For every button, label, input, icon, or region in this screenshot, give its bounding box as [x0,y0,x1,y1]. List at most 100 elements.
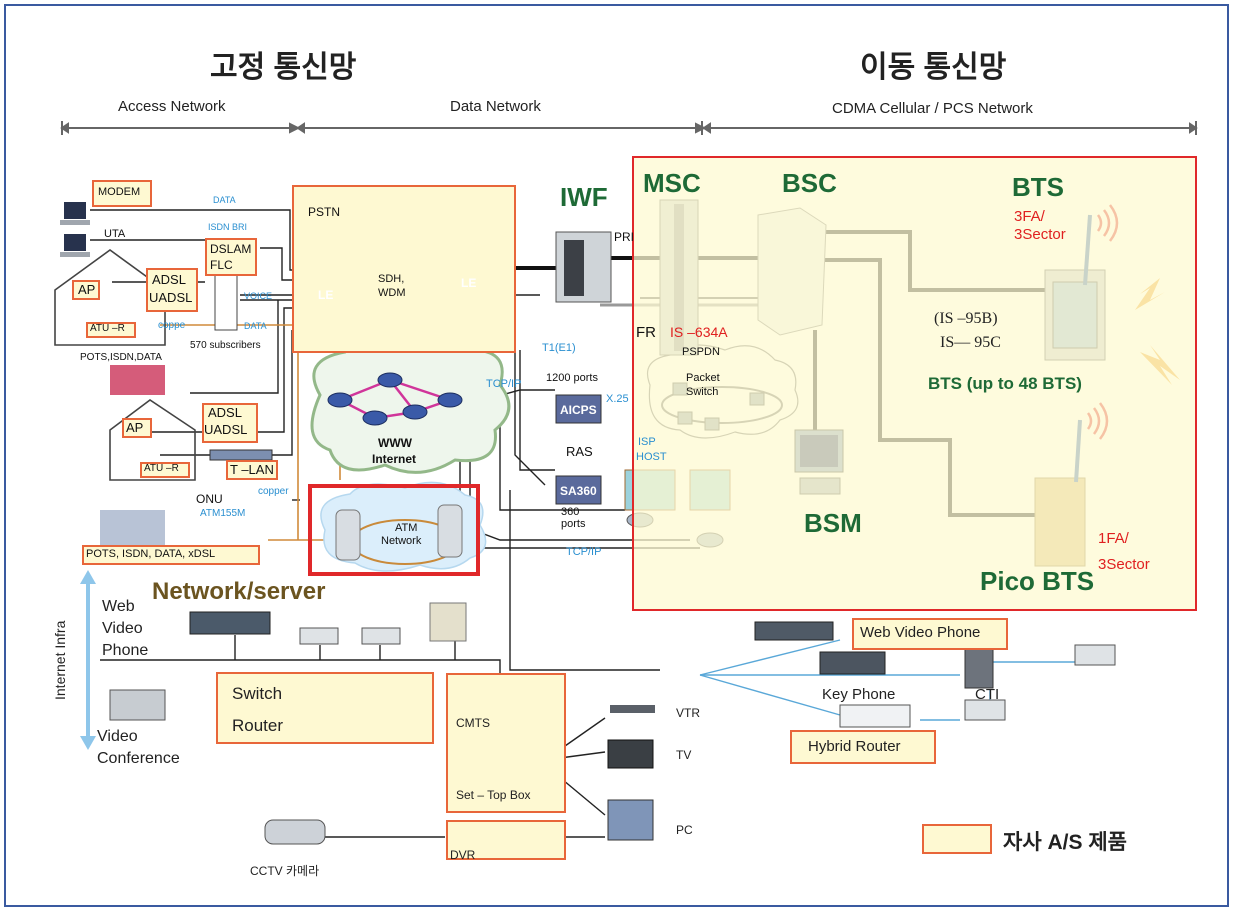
pico-bts-label: Pico BTS [980,566,1095,596]
fa1-label: 1FA/ [1098,530,1129,547]
section-cdma: CDMA Cellular / PCS Network [832,100,1033,117]
dvr-label: DVR [450,848,476,862]
pstn-label: PSTN [308,205,341,219]
tcpip1-label: TCP/IP [486,378,522,390]
video-label: Video [102,620,143,637]
vtr-label: VTR [676,706,700,720]
ports1200-label: 1200 ports [546,372,598,384]
web-label: Web [102,598,135,615]
is634a-label: IS –634A [670,324,728,340]
isp-label: ISP [638,436,656,448]
mobile-network-title: 이동 통신망 [860,51,1007,84]
pots-box-label: POTS, ISDN, DATA, xDSL [86,548,216,560]
sector3-label: 3Sector [1014,226,1066,243]
atm-box [308,484,480,576]
atu2-label: ATU –R [144,463,179,474]
copper-label: copper [258,486,289,497]
adsl2-label: ADSL [208,405,242,420]
wdm-label: WDM [378,287,406,299]
atu1-label: ATU –R [90,323,125,334]
iwf-label: IWF [560,182,608,212]
legend-label: 자사 A/S 제품 [1003,831,1127,854]
pots-box [82,545,260,565]
bts-label: BTS [1012,172,1064,202]
adsl1-label: ADSL [152,272,186,287]
stb-label: Set – Top Box [456,788,531,802]
modem-label: MODEM [98,186,141,198]
pstn-box [292,185,516,353]
conference-label: Conference [97,750,180,767]
phone-label: Phone [102,642,149,659]
www-label: WWW [378,436,412,450]
hybrid-box [790,730,936,764]
fr-label: FR [636,324,656,341]
dslam-label: DSLAM [210,242,252,256]
tlan-label: T –LAN [230,462,274,477]
atu1-box [86,322,136,338]
tlan-box [226,460,278,480]
uadsl1-label: UADSL [149,290,193,305]
pc-label: PC [676,823,693,837]
ports360b-label: ports [561,518,586,530]
webvp-box [852,618,1008,650]
ports360a-label: 360 [561,506,580,518]
section-access: Access Network [118,98,226,115]
data1-label: DATA [213,195,236,205]
atu2-box [140,462,190,478]
network-server-label: Network/server [152,578,326,605]
onu-label: ONU [196,492,223,506]
dslam-box [205,238,257,276]
is95b-label: (IS –95B) [934,310,998,327]
cdma-box [632,156,1197,611]
uadsl2-label: UADSL [204,422,248,437]
ap1-box [72,280,100,300]
fa3-label: 3FA/ [1014,208,1045,225]
is95c-label: IS— 95C [940,334,1001,351]
router-device-label: Router [232,716,284,735]
pri-label: PRI [614,230,635,244]
data2-label: DATA [244,321,267,331]
switch-device-label: Switch [232,684,283,703]
ap2-label: AP [126,420,144,435]
x25-label: X.25 [606,393,629,405]
ap2-box [122,418,152,438]
tcpip2-label: TCP/IP [566,546,602,558]
section-data: Data Network [450,98,541,115]
ap1-label: AP [78,282,96,297]
key-phone-label: Key Phone [822,686,896,703]
adsl1-box [146,268,198,312]
sdh-label: SDH, [378,273,405,285]
cmts-label: CMTS [456,716,490,730]
cti-label: CTI [975,686,1000,703]
dvr-box [446,820,566,860]
internet-infra-label: Internet Infra [52,620,68,700]
internet-label: Internet [372,452,417,466]
tv-label: TV [676,748,692,762]
flc-label: FLC [210,258,233,272]
coppe-label: coppe [158,320,186,331]
pots-isdn-data-label: POTS,ISDN,DATA [80,352,162,363]
sa360-label: SA360 [560,484,597,498]
diagram-frame [4,4,1229,907]
packet-label: Packet [686,372,720,384]
switch-router-box [216,672,434,744]
atm155m-label: ATM155M [200,508,246,519]
le1-label: LE [318,288,334,302]
ras-label: RAS [566,444,593,459]
modem-box [92,180,152,207]
cmts-box [446,673,566,813]
atm-network-label: Network [381,535,422,547]
web-video-phone-label: Web Video Phone [860,624,981,641]
isdn-bri-label: ISDN BRI [208,222,248,232]
subscribers-label: 570 subscribers [190,340,261,351]
pspdn-label: PSPDN [682,346,720,358]
video-conf-label: Video [97,728,138,745]
switch-label: Switch [686,386,719,398]
t1-label: T1(E1) [542,342,576,354]
aicps-label: AICPS [560,403,597,417]
atm-label: ATM [395,522,418,534]
bsm-label: BSM [804,508,862,538]
fixed-network-title: 고정 통신망 [210,51,357,84]
legend-swatch [922,824,992,854]
msc-label: MSC [643,168,701,198]
